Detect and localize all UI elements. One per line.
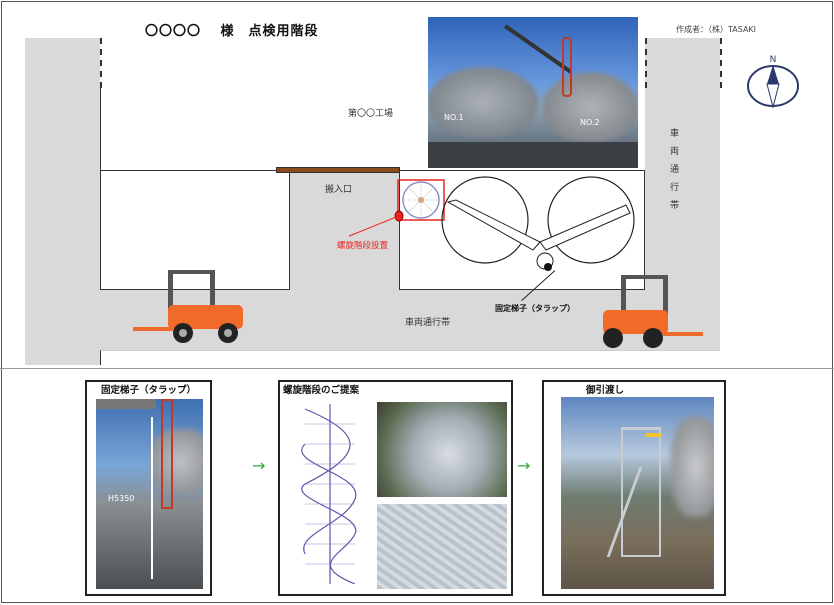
entrance-label: 搬入口 xyxy=(325,185,353,195)
compass-icon: N xyxy=(747,55,799,109)
tank-no2-outline xyxy=(547,176,635,264)
tank-label-2: NO.2 xyxy=(580,118,600,127)
panel-delivery: 御引渡し xyxy=(542,380,726,596)
panel-title: 御引渡し xyxy=(586,385,625,396)
spiral-stair-drawing xyxy=(301,404,357,584)
panel-fixed-ladder: 固定梯子（タラップ） H5350 xyxy=(85,380,212,596)
panel-title: 螺旋階段のご提案 xyxy=(283,385,360,396)
forklift-icon xyxy=(133,270,243,343)
boundary-line xyxy=(645,38,647,88)
svg-text:N: N xyxy=(770,55,777,65)
spiral-stair-box xyxy=(397,179,445,221)
ladder-label: 固定梯子（タラップ） xyxy=(495,304,575,313)
author-label: 作成者：（株）TASAKI xyxy=(676,25,757,34)
boundary-line xyxy=(100,38,102,88)
building-right xyxy=(399,170,645,290)
arrow-right-icon: → xyxy=(517,456,531,475)
boundary-line xyxy=(720,38,722,88)
left-lane xyxy=(25,38,100,365)
catwalk xyxy=(539,204,631,251)
lane-label-horizontal: 車両通行帯 xyxy=(405,318,451,328)
panel-spiral-proposal: 螺旋階段のご提案 xyxy=(278,380,513,596)
factory-label: 第〇〇工場 xyxy=(348,109,394,119)
page-title: 〇〇〇〇 様 点検用階段 xyxy=(145,24,319,39)
tank-label-1: NO.1 xyxy=(444,113,464,122)
checker-plate-photo xyxy=(377,504,507,589)
panel-title: 固定梯子（タラップ） xyxy=(101,385,197,396)
forklift-icon xyxy=(603,275,703,348)
plan-diagram xyxy=(394,176,635,271)
lane-label-vertical: 車両通行帯 xyxy=(670,129,680,211)
factory-wall xyxy=(100,88,101,170)
ladder-location-marker xyxy=(544,263,552,271)
road-edge xyxy=(100,350,720,365)
tank-no1-outline xyxy=(441,176,529,264)
entrance-door xyxy=(276,167,400,173)
tanks-photo: NO.1 NO.2 xyxy=(428,17,638,168)
height-label: H5350 xyxy=(108,494,135,503)
divider xyxy=(0,368,834,369)
installed-stair-photo xyxy=(561,397,714,589)
ladder-photo: H5350 xyxy=(96,399,203,589)
spiral-stair-photo xyxy=(377,402,507,497)
spiral-label: 螺旋階段設置 xyxy=(337,241,389,251)
arrow-right-icon: → xyxy=(252,456,266,475)
